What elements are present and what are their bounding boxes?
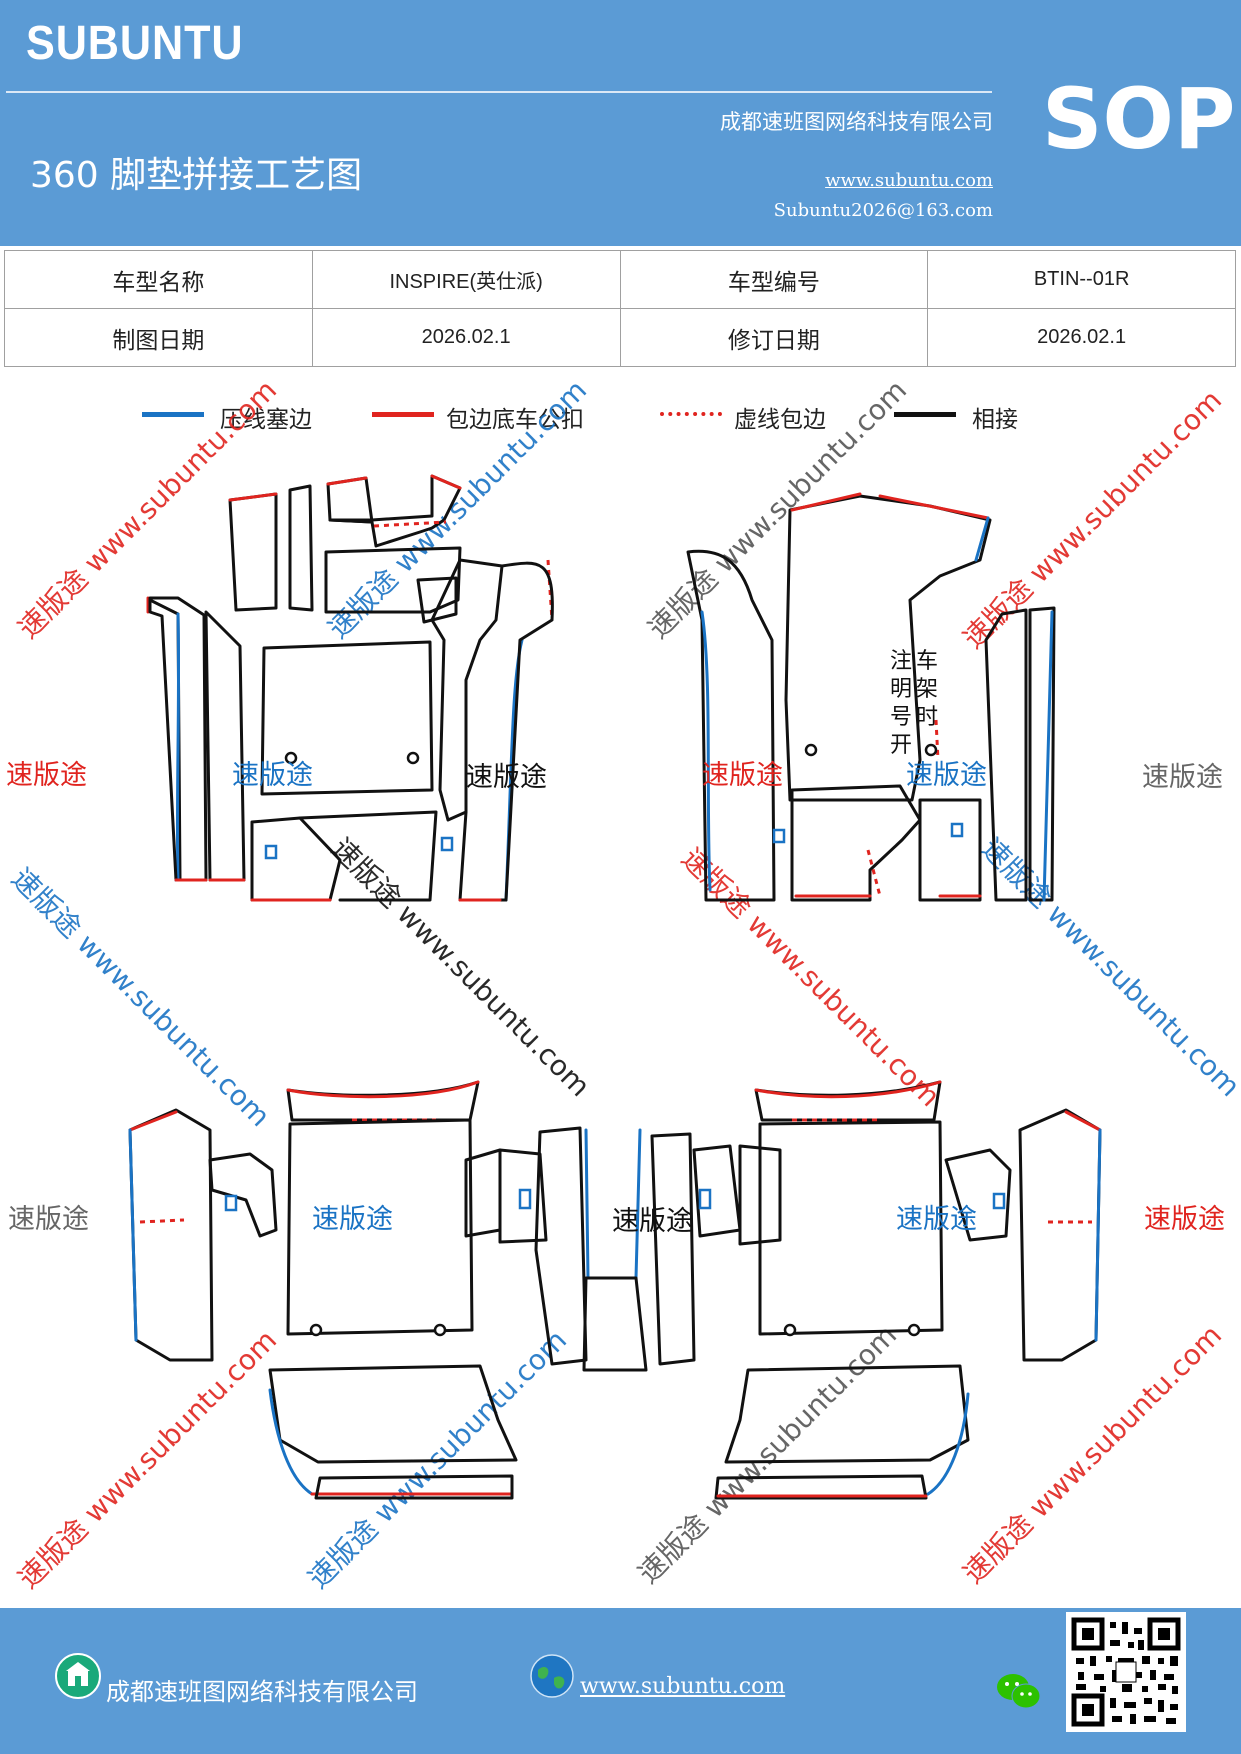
model-name-value: INSPIRE(英仕派) — [311, 250, 621, 309]
mat-set-bottom-right — [650, 1080, 1102, 1500]
footer-website-link[interactable]: www.subuntu.com — [580, 1674, 786, 1699]
clip-mark — [698, 1188, 712, 1210]
brand-label: 速版途 — [906, 760, 987, 791]
model-code-value: BTIN--01R — [927, 250, 1236, 309]
company-name: 成都速班图网络科技有限公司 — [720, 110, 993, 134]
legend-label: 相接 — [972, 407, 1018, 433]
page-title: 360 脚垫拼接工艺图 — [30, 155, 363, 196]
watermark-text: 速版途 www.subuntu.com — [957, 1318, 1229, 1590]
draw-date-label: 制图日期 — [4, 308, 313, 367]
clip-mark — [224, 1194, 238, 1212]
brand-label: 速版途 — [1142, 762, 1223, 793]
watermark-text: 速版途 www.subuntu.com — [675, 842, 947, 1114]
company-icon — [55, 1653, 101, 1699]
footer-banner: 成都速班图网络科技有限公司 www.subuntu.com — [0, 1608, 1241, 1754]
legend-line-red — [372, 412, 434, 417]
email-text: Subuntu2026@163.com — [773, 200, 993, 221]
hole-mark — [284, 751, 298, 765]
header-divider — [6, 91, 992, 93]
clip-mark — [264, 844, 278, 860]
brand-label: 速版途 — [1144, 1204, 1225, 1235]
hole-mark — [783, 1323, 797, 1337]
hole-mark — [907, 1323, 921, 1337]
globe-icon — [530, 1654, 574, 1698]
frame-number-note: 注明号开车架时 — [890, 649, 938, 758]
qr-code-graphic — [1071, 1617, 1181, 1727]
revise-date-label: 修订日期 — [619, 308, 929, 367]
legend-label: 虚线包边 — [734, 407, 826, 433]
table-row: 制图日期 2026.02.1 修订日期 2026.02.1 — [4, 308, 1236, 367]
hole-mark — [804, 743, 818, 757]
mat-set-top-right: 注明号开车架时 — [686, 492, 1056, 902]
wechat-icon — [997, 1674, 1041, 1709]
brand-label: 速版途 — [896, 1204, 977, 1235]
watermark-text: 速版途 www.subuntu.com — [632, 1318, 904, 1590]
table-row: 车型名称 INSPIRE(英仕派) 车型编号 BTIN--01R — [4, 250, 1236, 309]
clip-mark — [518, 1188, 532, 1210]
legend-label: 压线塞边 — [220, 407, 312, 433]
watermark-text: 速版途 www.subuntu.com — [975, 832, 1241, 1104]
clip-mark — [950, 822, 964, 838]
brand-label: 速版途 — [466, 762, 547, 793]
model-name-label: 车型名称 — [4, 250, 313, 309]
watermark-text: 速版途 www.subuntu.com — [12, 1323, 284, 1595]
header-banner: SUBUNTU 360 脚垫拼接工艺图 成都速班图网络科技有限公司 www.su… — [0, 0, 1241, 246]
brand-label: 速版途 — [232, 760, 313, 791]
mat-set-top-left — [146, 474, 554, 902]
qr-code — [1066, 1612, 1186, 1732]
watermark-group: 速版途 www.subuntu.com 速版途 www.subuntu.com … — [5, 373, 1241, 1595]
watermark-text: 速版途 www.subuntu.com — [642, 373, 914, 645]
floor-mat-diagram: .k { fill: none; stroke: #111; stroke-wi… — [5, 373, 1241, 1595]
hole-mark — [924, 743, 938, 757]
legend-line-red-dashed — [660, 412, 722, 416]
legend: 压线塞边 包边底车公扣 虚线包边 相接 — [0, 400, 1241, 440]
brand-logo: SUBUNTU — [26, 17, 244, 70]
clip-mark — [992, 1192, 1006, 1210]
brand-label: 速版途 — [8, 1204, 89, 1235]
brand-label: 速版途 — [702, 760, 783, 791]
model-code-label: 车型编号 — [619, 250, 929, 309]
mat-set-bottom-left — [128, 1080, 648, 1500]
hole-mark — [433, 1323, 447, 1337]
hole-mark — [309, 1323, 323, 1337]
info-table: 车型名称 INSPIRE(英仕派) 车型编号 BTIN--01R 制图日期 20… — [4, 250, 1236, 367]
clip-mark — [772, 828, 786, 844]
clip-mark — [440, 836, 454, 852]
footer-company-name: 成都速班图网络科技有限公司 — [106, 1678, 418, 1706]
legend-line-blue — [142, 412, 204, 417]
brand-label: 速版途 — [312, 1204, 393, 1235]
revise-date-value: 2026.02.1 — [927, 308, 1236, 367]
website-link[interactable]: www.subuntu.com — [825, 170, 993, 191]
watermark-text: 速版途 www.subuntu.com — [957, 383, 1229, 655]
watermark-text: 速版途 www.subuntu.com — [5, 862, 277, 1134]
hole-mark — [406, 751, 420, 765]
draw-date-value: 2026.02.1 — [311, 308, 621, 367]
watermark-text: 速版途 www.subuntu.com — [302, 1323, 574, 1595]
doc-type-label: SOP — [1042, 70, 1236, 168]
brand-label: 速版途 — [612, 1206, 693, 1237]
legend-line-black — [894, 412, 956, 417]
legend-label: 包边底车公扣 — [446, 407, 584, 433]
brand-label: 速版途 — [6, 760, 87, 791]
